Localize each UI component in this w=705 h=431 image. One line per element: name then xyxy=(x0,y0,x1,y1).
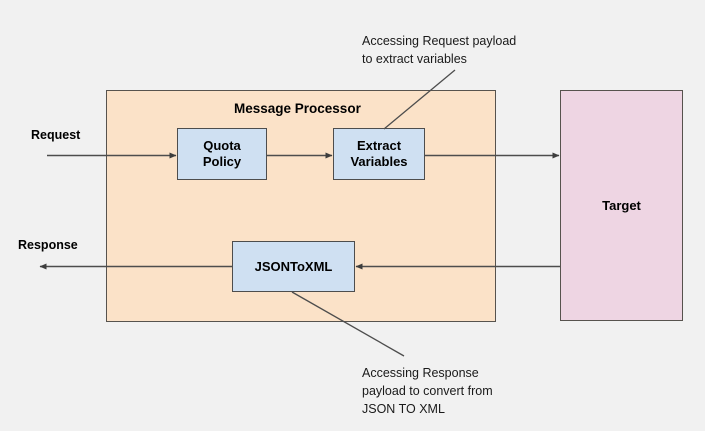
response-flow-label: Response xyxy=(18,238,78,252)
extract-variables-box: Extract Variables xyxy=(333,128,425,180)
target-label: Target xyxy=(602,198,641,213)
target-box: Target xyxy=(560,90,683,321)
extract-variables-label-line1: Extract xyxy=(356,138,402,154)
quota-policy-label-line1: Quota xyxy=(203,138,241,154)
request-annotation-line-1: Accessing Request payload xyxy=(362,34,517,48)
quota-policy-label-line2: Policy xyxy=(202,154,242,169)
leader-line-response-annotation xyxy=(291,291,405,357)
request-annotation: Accessing Request payload to extract var… xyxy=(362,32,516,68)
response-annotation: Accessing Response payload to convert fr… xyxy=(362,364,493,418)
jsontoxml-label-line1: JSONToXML xyxy=(254,258,333,274)
leader-line-request-annotation xyxy=(383,69,456,130)
request-annotation-line-2: to extract variables xyxy=(362,52,467,67)
response-annotation-line-2: payload to convert from xyxy=(362,384,493,399)
response-annotation-line-3: JSON TO XML xyxy=(362,402,445,417)
response-annotation-line-1: Accessing Response xyxy=(362,366,479,380)
message-processor-title: Message Processor xyxy=(234,101,361,116)
extract-variables-label-line2: Variables xyxy=(350,154,408,169)
request-flow-label: Request xyxy=(31,128,81,142)
jsontoxml-box: JSONToXML xyxy=(232,241,355,292)
quota-policy-box: Quota Policy xyxy=(177,128,267,180)
